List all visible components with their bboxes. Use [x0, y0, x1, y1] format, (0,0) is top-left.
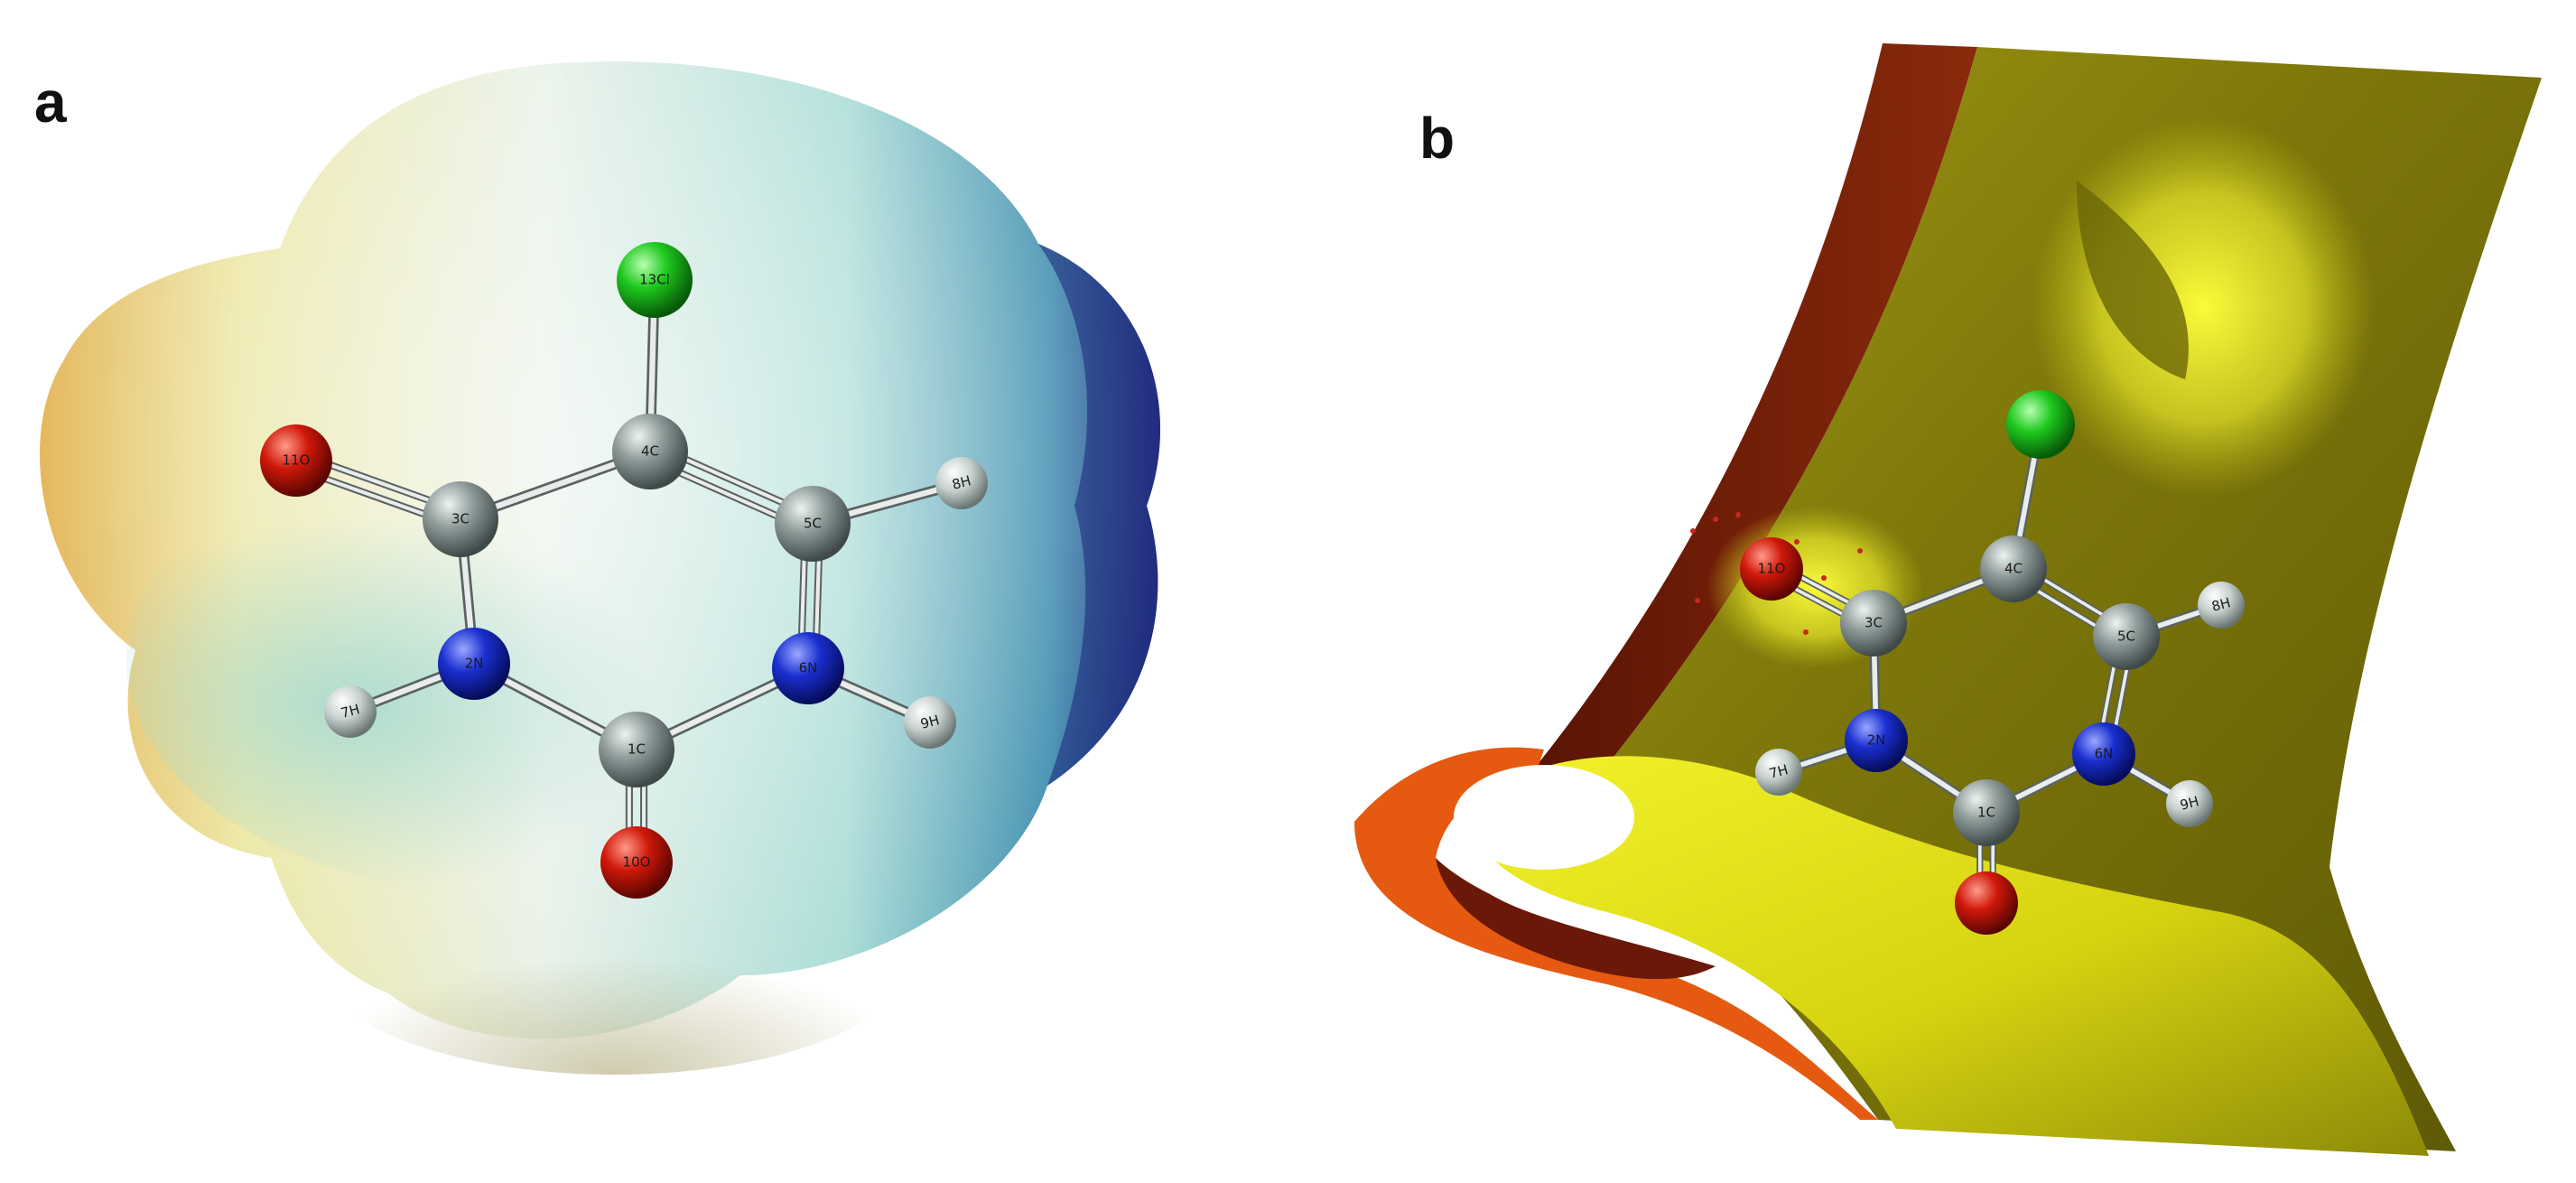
atom-label: 6N: [2095, 746, 2114, 762]
panel-a-label: a: [34, 70, 67, 135]
mep-surface: [40, 61, 1160, 1075]
nci-surface: [1354, 43, 2542, 1156]
atom-sphere: [935, 457, 988, 509]
atom-n2: 2N: [438, 628, 510, 700]
atom-c1: 1C: [599, 712, 674, 787]
atom-n6: 6N: [2072, 722, 2135, 786]
atom-cl13: [2006, 390, 2075, 459]
atom-label: 1C: [628, 741, 646, 758]
atom-sphere: [1840, 590, 1907, 657]
atom-c1: 1C: [1953, 779, 2020, 846]
atom-h8: 8H: [2198, 582, 2245, 629]
atom-label: 5C: [2117, 629, 2135, 645]
atom-c5: 5C: [775, 486, 851, 562]
atom-cl13: 13Cl: [617, 242, 693, 318]
atom-label: 7H: [339, 701, 361, 722]
atom-sphere: [1953, 779, 2020, 846]
atom-sphere: [904, 696, 956, 749]
atom-sphere: [438, 628, 510, 700]
mep-surface-bottom-shade: [316, 840, 912, 1075]
atom-label: 11O: [1758, 561, 1786, 577]
atom-label: 3C: [1865, 615, 1883, 631]
panel-a: a 13Cl 4C 3C 5C 1C 2N 6N 11O 10O 8H 7H 9H: [34, 61, 1160, 1075]
atom-h7: 7H: [324, 685, 377, 738]
atom-c5: 5C: [2093, 603, 2160, 670]
atom-sphere: [2166, 780, 2213, 827]
atom-label: 13Cl: [639, 272, 670, 288]
atom-label: 6N: [799, 660, 818, 676]
nci-sheet-underside: [1436, 858, 1716, 980]
atom-sphere: [612, 414, 688, 489]
atom-h9: 9H: [2166, 780, 2213, 827]
atom-h9: 9H: [904, 696, 956, 749]
molecule-a: 13Cl 4C 3C 5C 1C 2N 6N 11O 10O 8H 7H 9H: [260, 242, 988, 899]
atom-sphere: [600, 826, 673, 899]
atom-sphere: [2006, 390, 2075, 459]
atom-h8: 8H: [935, 457, 988, 509]
atom-sphere: [617, 242, 693, 318]
atom-c3: 3C: [1840, 590, 1907, 657]
atom-sphere: [1955, 871, 2018, 935]
atom-o10: [1955, 871, 2018, 935]
atom-sphere: [775, 486, 851, 562]
nci-red-dots: [1690, 512, 1863, 635]
atom-label: 1C: [1977, 805, 1995, 821]
atom-label: 7H: [1767, 761, 1790, 782]
molecule-b: 4C 3C 5C 1C 2N 6N 11O 8H 7H 9H: [1740, 390, 2245, 935]
nci-sheet-lower-fold: [1463, 756, 2429, 1156]
atom-c4: 4C: [612, 414, 688, 489]
atom-sphere: [1755, 749, 1802, 796]
atom-sphere: [260, 424, 332, 497]
atom-sphere: [1845, 709, 1908, 772]
atom-label: 4C: [641, 443, 659, 460]
atom-sphere: [2198, 582, 2245, 629]
atom-sphere: [324, 685, 377, 738]
atom-label: 4C: [2004, 561, 2023, 577]
nci-sheet-backside: [1535, 43, 1977, 777]
atom-sphere: [772, 632, 844, 704]
atom-sphere: [423, 481, 498, 557]
atom-label: 8H: [2209, 594, 2232, 615]
atom-label: 8H: [950, 472, 972, 493]
atom-o11: 11O: [260, 424, 332, 497]
nci-glow-chlorine: [2032, 117, 2375, 497]
atom-sphere: [2093, 603, 2160, 670]
atom-sphere: [1740, 537, 1803, 601]
atom-h7: 7H: [1755, 749, 1802, 796]
atom-sphere: [1980, 536, 2047, 602]
atom-label: 2N: [1867, 732, 1886, 749]
nci-sheet-orange-edge: [1354, 747, 1878, 1120]
atom-label: 9H: [2178, 793, 2200, 814]
nci-sheet-curl: [2077, 181, 2189, 379]
atom-sphere: [599, 712, 674, 787]
atom-n6: 6N: [772, 632, 844, 704]
panel-b: b 4C 3C 5C 1C 2N 6N 11O: [1354, 43, 2542, 1156]
panel-b-label: b: [1419, 106, 1455, 171]
atom-c4: 4C: [1980, 536, 2047, 602]
atom-label: 2N: [465, 656, 484, 672]
atom-c3: 3C: [423, 481, 498, 557]
atom-label: 11O: [283, 452, 311, 469]
atom-sphere: [2072, 722, 2135, 786]
atom-label: 9H: [918, 712, 941, 732]
atom-label: 3C: [451, 511, 470, 527]
atom-n2: 2N: [1845, 709, 1908, 772]
mep-surface-dark-rim: [1038, 244, 1160, 786]
atom-o10: 10O: [600, 826, 673, 899]
atom-o11: 11O: [1740, 537, 1803, 601]
nci-sheet-hole: [1454, 765, 1634, 870]
atom-label: 5C: [804, 516, 822, 532]
atom-label: 10O: [623, 854, 651, 871]
